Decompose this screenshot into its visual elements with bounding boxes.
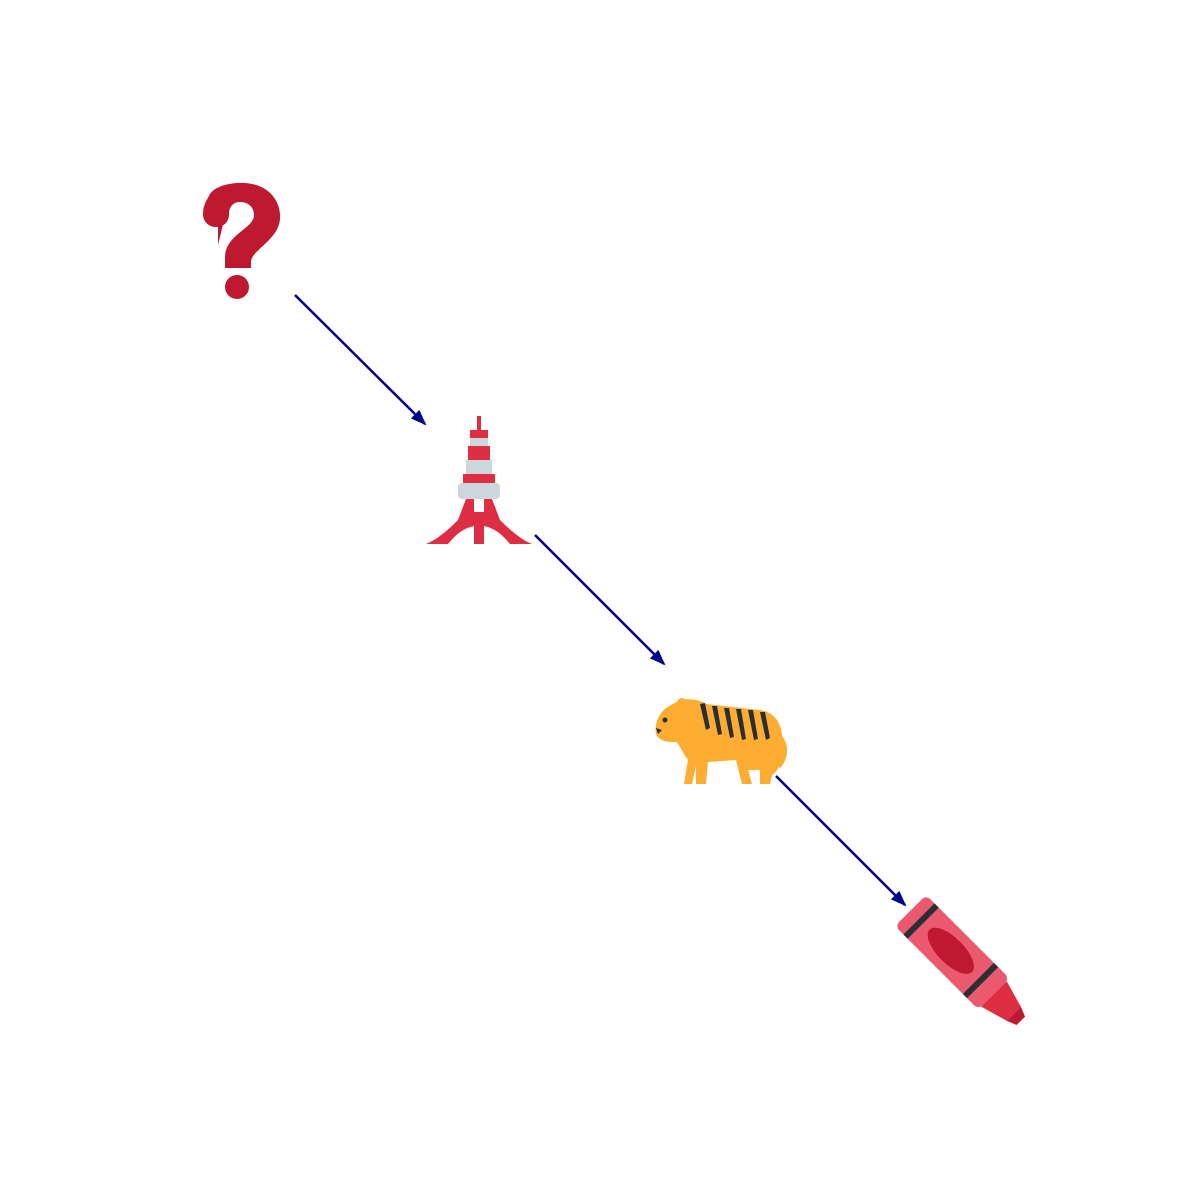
tiger-icon — [655, 698, 788, 784]
red-crayon-icon — [897, 897, 1026, 1026]
tokyo-tower-icon — [426, 416, 532, 544]
arrows — [294, 294, 907, 907]
arrow-tower-to-tiger — [534, 534, 666, 666]
arrow-question-to-tower — [294, 294, 427, 426]
arrow-tiger-to-crayon — [775, 775, 907, 907]
red-question-mark-icon — [203, 183, 280, 299]
